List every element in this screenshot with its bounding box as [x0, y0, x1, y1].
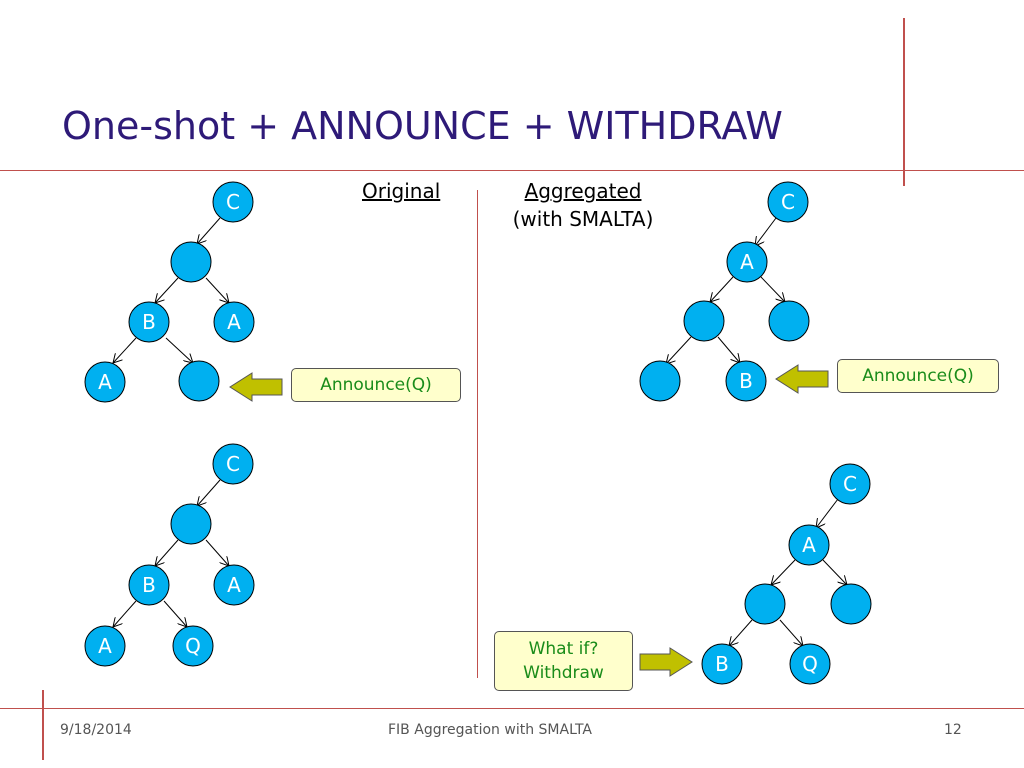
edge — [113, 337, 137, 363]
left-arrow-icon — [775, 364, 829, 394]
column-header-original: Original — [362, 177, 440, 205]
node-label: A — [98, 634, 112, 658]
edge — [197, 217, 221, 244]
edge — [717, 336, 740, 363]
footer-title: FIB Aggregation with SMALTA — [388, 722, 592, 738]
footer-divider-line — [0, 708, 1024, 709]
node-label: A — [98, 370, 112, 394]
vertical-accent-line-top — [903, 18, 905, 186]
tree-original-bottom: C B A A Q — [84, 443, 255, 667]
node-label: B — [739, 369, 753, 393]
withdraw-callout: What if? Withdraw — [494, 631, 633, 691]
withdraw-callout-line2: Withdraw — [523, 663, 604, 683]
withdraw-callout-line1: What if? — [528, 639, 599, 659]
edge — [155, 539, 179, 566]
tree-aggregated-top: C A B — [639, 181, 810, 402]
edge — [205, 277, 229, 303]
node — [768, 300, 810, 342]
node-label: A — [802, 533, 816, 557]
node-label: Q — [802, 652, 818, 676]
edge — [760, 276, 785, 302]
node — [84, 361, 126, 403]
node-label: C — [843, 472, 857, 496]
node — [213, 301, 255, 343]
node — [725, 360, 767, 402]
node — [212, 181, 254, 223]
slide-title: One-shot + ANNOUNCE + WITHDRAW — [62, 104, 783, 148]
announce-callout-aggregated-text: Announce(Q) — [862, 366, 974, 386]
node — [830, 583, 872, 625]
edge — [822, 559, 847, 585]
column-header-aggregated: Aggregated (with SMALTA) — [488, 177, 678, 233]
title-divider-line — [0, 170, 1024, 171]
node-label: A — [740, 250, 754, 274]
node-label: B — [142, 573, 156, 597]
edge — [816, 498, 839, 528]
edge — [205, 539, 229, 566]
node — [744, 583, 786, 625]
node — [788, 524, 830, 566]
node-label: B — [142, 310, 156, 334]
footer-date: 9/18/2014 — [60, 722, 132, 738]
node-label: A — [227, 573, 241, 597]
node — [683, 300, 725, 342]
column-header-aggregated-label: Aggregated — [524, 179, 642, 203]
node — [213, 564, 255, 606]
node — [128, 564, 170, 606]
node — [829, 463, 871, 505]
edge — [113, 600, 137, 627]
node — [172, 625, 214, 667]
node — [170, 241, 212, 283]
right-arrow-icon — [639, 647, 693, 677]
node-label: B — [715, 652, 729, 676]
node — [170, 503, 212, 545]
column-header-aggregated-sub: (with SMALTA) — [512, 207, 654, 231]
edge — [163, 600, 187, 627]
node-label: C — [226, 190, 240, 214]
column-header-original-label: Original — [362, 179, 441, 203]
edge — [729, 619, 753, 646]
edge — [771, 559, 796, 585]
node — [767, 181, 809, 223]
node — [701, 643, 743, 685]
vertical-accent-line-bottom — [42, 690, 44, 760]
announce-callout-aggregated: Announce(Q) — [837, 359, 999, 393]
edge — [666, 336, 692, 364]
node — [178, 360, 220, 402]
edge — [779, 619, 803, 646]
announce-callout-original: Announce(Q) — [291, 368, 461, 402]
node — [84, 625, 126, 667]
edge — [755, 217, 777, 246]
footer-page-number: 12 — [944, 722, 962, 738]
node-label: Q — [185, 634, 201, 658]
edge — [165, 337, 193, 363]
node — [212, 443, 254, 485]
node-label: A — [227, 310, 241, 334]
node — [789, 643, 831, 685]
edge — [155, 277, 179, 303]
node — [639, 360, 681, 402]
announce-callout-original-text: Announce(Q) — [320, 375, 432, 395]
edge — [710, 276, 734, 302]
column-divider-line — [477, 190, 478, 678]
node-label: C — [226, 452, 240, 476]
node-label: C — [781, 190, 795, 214]
edge — [197, 479, 221, 506]
tree-original-top: C B A A — [84, 181, 255, 403]
left-arrow-icon — [229, 372, 283, 402]
node — [726, 241, 768, 283]
node — [128, 301, 170, 343]
tree-aggregated-bottom: C A B Q — [701, 463, 872, 685]
